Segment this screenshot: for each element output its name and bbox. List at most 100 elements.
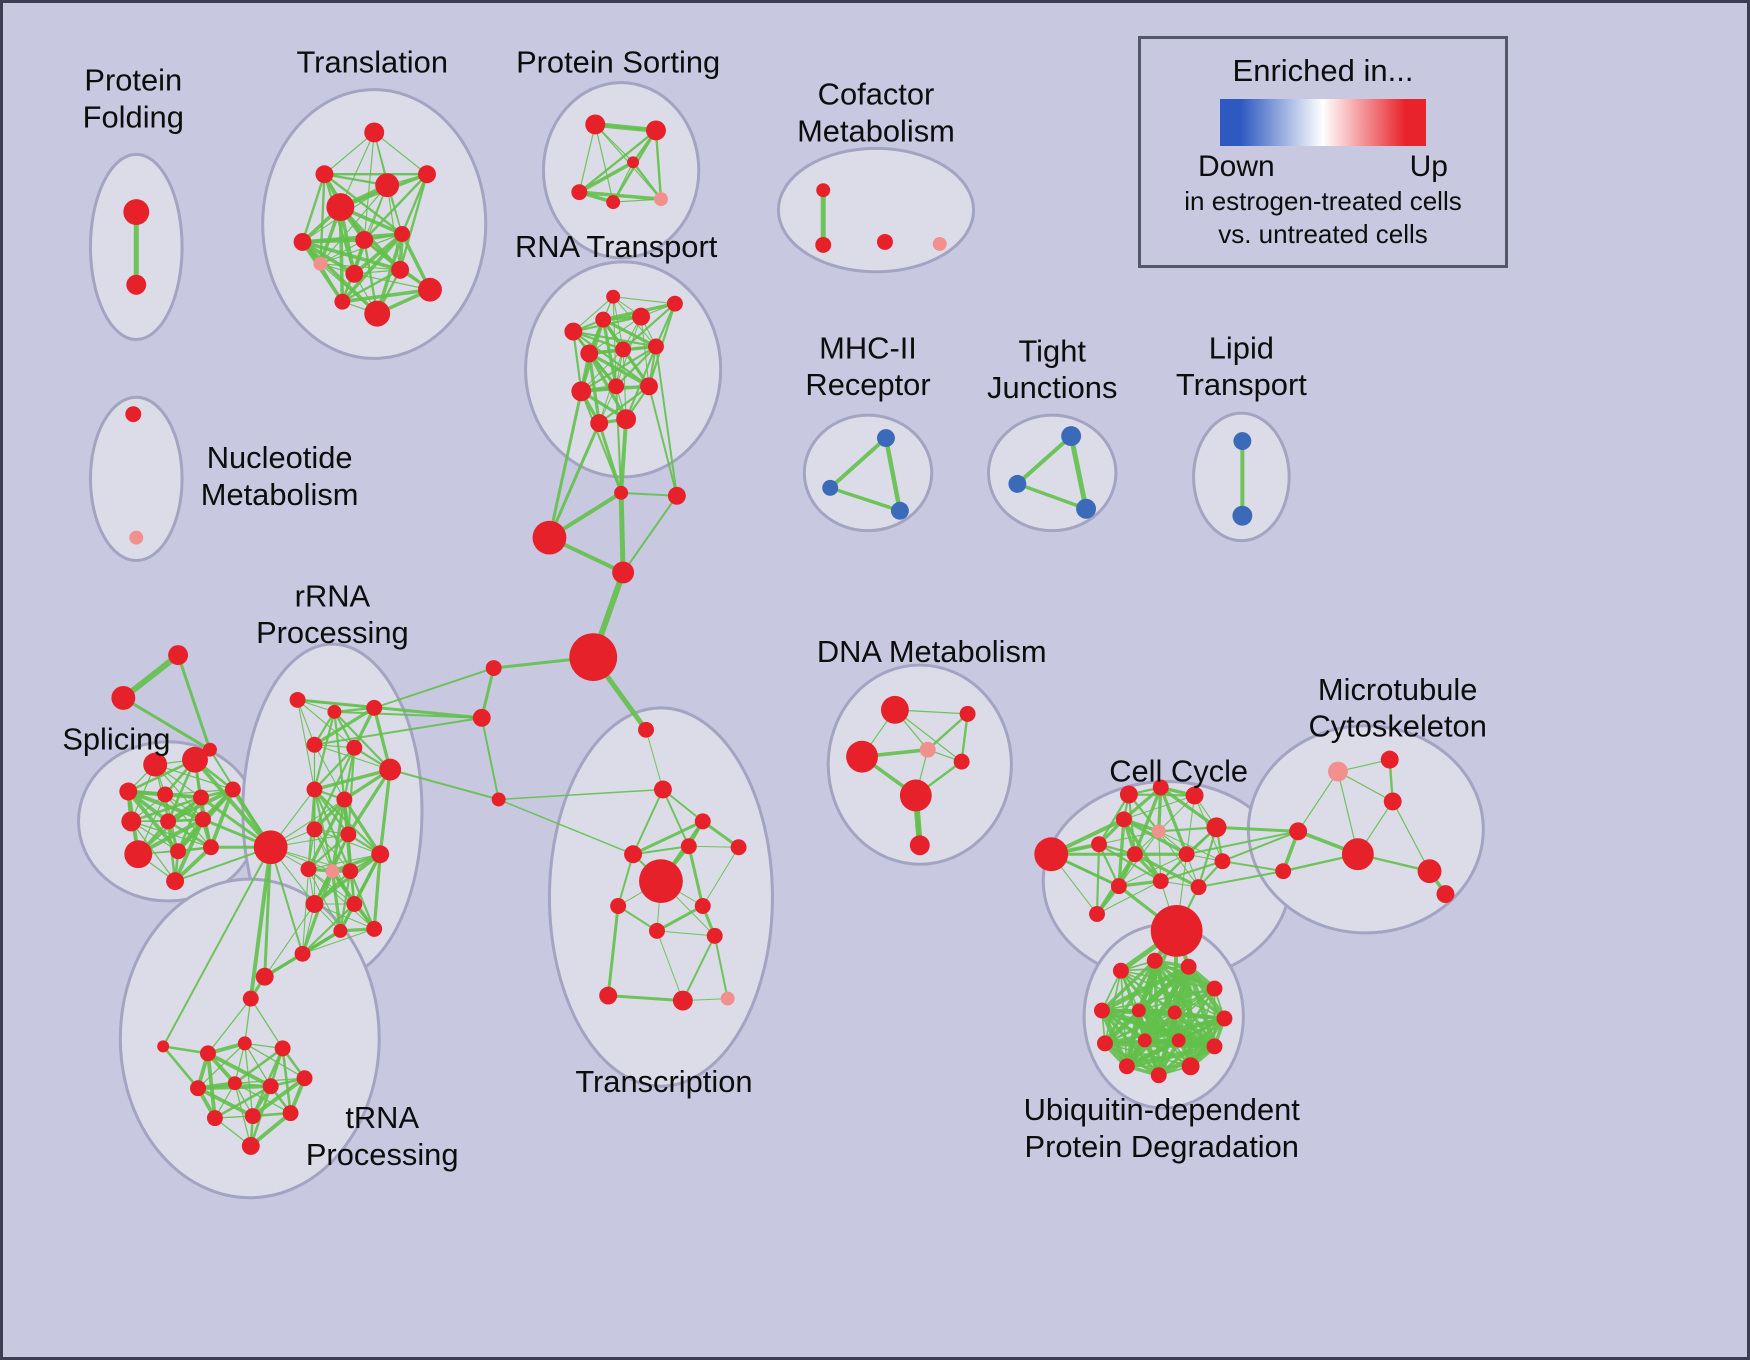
gene-set-node bbox=[815, 236, 832, 253]
edge bbox=[400, 173, 429, 236]
edge bbox=[1337, 770, 1394, 803]
edge bbox=[654, 345, 678, 497]
edge bbox=[372, 852, 382, 931]
edge bbox=[197, 1042, 246, 1089]
edge bbox=[363, 131, 375, 241]
gene-set-node bbox=[326, 193, 355, 222]
gene-set-node bbox=[599, 986, 618, 1005]
edge bbox=[1159, 860, 1224, 883]
edge bbox=[547, 421, 601, 540]
edge bbox=[121, 696, 212, 752]
edge bbox=[620, 491, 678, 497]
gene-set-node bbox=[612, 561, 635, 584]
edge bbox=[386, 184, 401, 271]
edge bbox=[1122, 785, 1163, 822]
edge bbox=[894, 709, 963, 763]
cluster-label-ubiquitin: Protein Degradation bbox=[1024, 1129, 1298, 1164]
gene-set-node bbox=[1178, 846, 1195, 863]
edge bbox=[656, 930, 716, 937]
edge bbox=[1221, 860, 1285, 873]
edge bbox=[645, 729, 664, 791]
edge bbox=[353, 273, 431, 291]
cluster-label-cofactor: Cofactor bbox=[818, 77, 935, 112]
gene-set-node bbox=[648, 338, 664, 355]
edge bbox=[702, 846, 740, 907]
gene-set-node bbox=[206, 1110, 223, 1127]
cluster-label-rrna: Processing bbox=[256, 615, 409, 650]
edge bbox=[615, 345, 658, 388]
edge bbox=[926, 712, 969, 751]
gene-set-node bbox=[394, 226, 411, 242]
gene-set-node bbox=[300, 861, 317, 878]
edge bbox=[378, 767, 392, 856]
edge bbox=[1158, 830, 1200, 888]
gene-set-node bbox=[667, 486, 686, 505]
edge bbox=[883, 435, 903, 513]
gene-set-node bbox=[364, 122, 385, 143]
gene-set-node bbox=[325, 864, 340, 879]
gene-set-node bbox=[610, 898, 627, 914]
edge bbox=[1101, 987, 1216, 1012]
gene-set-node bbox=[1150, 1067, 1167, 1084]
edge bbox=[363, 173, 429, 242]
gene-set-node bbox=[306, 821, 323, 838]
edge bbox=[313, 903, 375, 930]
gene-set-node bbox=[346, 739, 363, 756]
gene-set-node bbox=[111, 685, 136, 710]
gene-set-node bbox=[371, 845, 390, 864]
edge bbox=[1015, 482, 1088, 511]
gene-set-node bbox=[327, 704, 342, 719]
gene-set-node bbox=[1089, 905, 1105, 922]
legend-down-label: Down bbox=[1198, 150, 1275, 183]
gene-set-node bbox=[876, 429, 895, 448]
gene-set-node bbox=[1131, 1003, 1146, 1018]
edge bbox=[1100, 1008, 1147, 1043]
gene-set-node bbox=[816, 183, 831, 198]
cluster-label-rna-transport: RNA Transport bbox=[515, 229, 718, 264]
gene-set-node bbox=[1152, 873, 1169, 890]
edge bbox=[1158, 830, 1162, 882]
edge bbox=[1118, 853, 1188, 887]
edge bbox=[713, 934, 729, 1000]
gene-set-node bbox=[1008, 474, 1027, 493]
edge bbox=[307, 868, 341, 932]
gene-set-node bbox=[224, 781, 241, 798]
gene-set-node bbox=[366, 699, 383, 716]
gene-set-node bbox=[160, 813, 177, 830]
edge bbox=[588, 316, 642, 354]
edge bbox=[1297, 770, 1339, 832]
gene-set-node bbox=[253, 830, 288, 865]
edge bbox=[312, 767, 392, 792]
gene-set-node bbox=[166, 872, 185, 891]
gene-set-node bbox=[666, 295, 683, 312]
edge bbox=[373, 667, 495, 709]
gene-set-node bbox=[1076, 498, 1097, 519]
gene-set-node bbox=[653, 780, 672, 799]
edge bbox=[300, 240, 379, 316]
gene-set-node bbox=[294, 945, 311, 962]
gene-set-node bbox=[1289, 822, 1308, 841]
gene-set-node bbox=[274, 1040, 291, 1057]
edge bbox=[594, 123, 614, 203]
edge bbox=[572, 330, 583, 393]
edge bbox=[828, 486, 902, 513]
edge bbox=[1158, 830, 1224, 862]
gene-set-node bbox=[595, 311, 612, 328]
gene-set-node bbox=[571, 184, 588, 201]
edge bbox=[330, 869, 343, 933]
gene-set-node bbox=[846, 740, 878, 773]
gene-set-node bbox=[340, 826, 357, 843]
gene-set-node bbox=[262, 1078, 279, 1095]
gene-set-node bbox=[1190, 879, 1207, 896]
gene-set-node bbox=[190, 1080, 206, 1097]
edge bbox=[313, 788, 352, 873]
edge bbox=[248, 845, 273, 1001]
gene-set-node bbox=[1097, 1035, 1113, 1052]
cluster-ellipse-nucleotide bbox=[88, 395, 184, 563]
gene-set-node bbox=[1171, 1033, 1186, 1048]
edge bbox=[307, 853, 381, 870]
gene-set-node bbox=[1034, 837, 1069, 872]
edge bbox=[1122, 817, 1163, 883]
gene-set-node bbox=[313, 256, 328, 271]
edge bbox=[375, 232, 404, 316]
